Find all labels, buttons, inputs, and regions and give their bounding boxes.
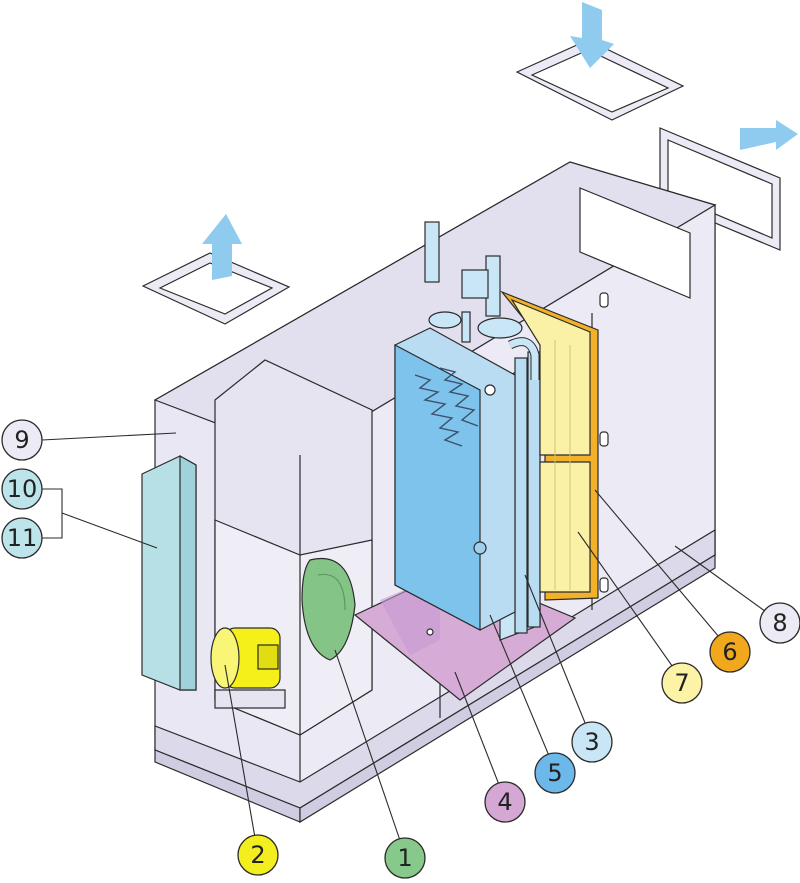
callout-4: 4 [484, 781, 526, 823]
pre-filter [500, 290, 599, 601]
callout-circle [237, 834, 279, 876]
callout-number: 11 [7, 524, 38, 552]
callout-circle [571, 721, 613, 763]
callout-11: 11 [1, 517, 43, 559]
callout-circle [759, 602, 800, 644]
callout-9: 9 [1, 419, 43, 461]
callout-circle [709, 631, 751, 673]
fan-motor [210, 627, 286, 709]
callout-10: 10 [1, 468, 43, 510]
leader-lines [41, 432, 781, 856]
callout-2: 2 [237, 834, 279, 876]
callout-number: 7 [674, 669, 689, 697]
door-latch [599, 577, 609, 593]
callout-number: 8 [772, 609, 787, 637]
callout-3: 3 [571, 721, 613, 763]
fan-wheel [301, 558, 356, 661]
side-return-arrow [740, 120, 798, 150]
callout-8: 8 [759, 602, 800, 644]
coil-piping [424, 221, 540, 380]
heating-coil [394, 327, 516, 631]
top-exhaust-arrow [202, 214, 242, 280]
callout-circle [384, 837, 426, 879]
callout-6: 6 [709, 631, 751, 673]
callout-circle [1, 517, 43, 559]
control-panel [141, 454, 197, 691]
callout-number: 4 [497, 788, 512, 816]
door-latch-group [599, 292, 609, 593]
door-latch [599, 292, 609, 308]
callout-5: 5 [534, 752, 576, 794]
callout-circle [534, 752, 576, 794]
callout-number: 9 [14, 426, 29, 454]
callout-layer: 1 2 3 4 5 6 7 8 9 10 11 [1, 419, 800, 879]
callout-number: 5 [547, 759, 562, 787]
top-supply-flange [515, 39, 685, 121]
callout-number: 2 [250, 841, 265, 869]
door-latch [599, 431, 609, 447]
callout-number: 10 [7, 475, 38, 503]
callout-circle [484, 781, 526, 823]
top-exhaust-flange [141, 252, 291, 325]
callout-circle [1, 468, 43, 510]
callout-7: 7 [661, 662, 703, 704]
callout-1: 1 [384, 837, 426, 879]
top-supply-arrow [570, 2, 614, 68]
callout-number: 1 [397, 844, 412, 872]
callout-number: 6 [722, 638, 737, 666]
side-return-flange [659, 127, 781, 251]
callout-circle [661, 662, 703, 704]
callout-circle [1, 419, 43, 461]
callout-number: 3 [584, 728, 599, 756]
